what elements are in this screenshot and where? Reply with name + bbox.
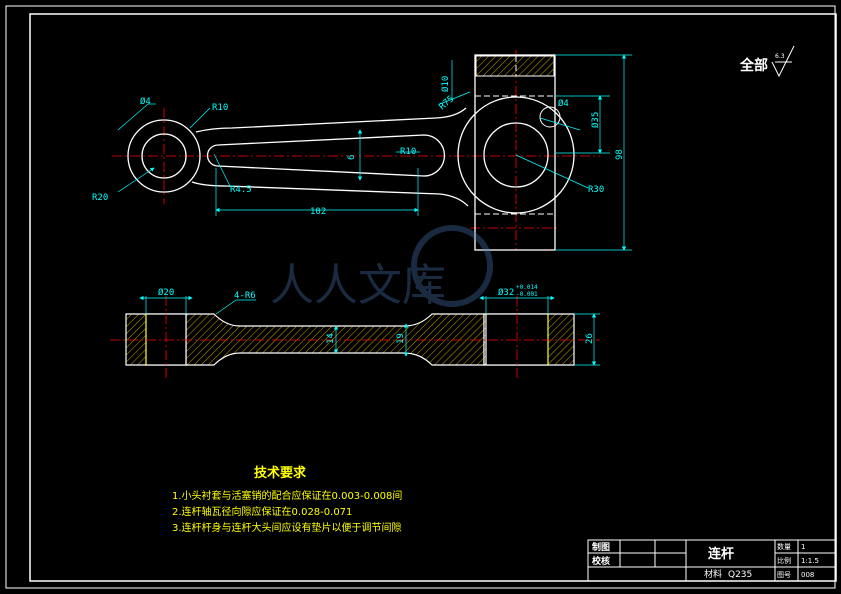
tb-drawn-label: 制图	[592, 541, 610, 553]
side-view: Ø20 4-R6 Ø32 +0.014 -0.001 14 19 26	[110, 284, 600, 380]
tb-checked-label: 校核	[592, 555, 610, 567]
tb-qty-value: 1	[801, 543, 805, 551]
tb-drawing-no-label: 图号	[777, 571, 791, 579]
tech-requirements: 技术要求 1.小头衬套与活塞销的配合应保证在0.003-0.008间 2.连杆轴…	[172, 465, 402, 534]
dim-side-total-width: 26	[585, 333, 595, 344]
dim-side-fillets: 4-R6	[234, 291, 256, 301]
watermark: 人人文库	[270, 225, 493, 311]
tech-item-3: 3.连杆杆身与连杆大头间应设有垫片以便于调节间隙	[172, 521, 402, 534]
tb-material-label: 材料	[704, 568, 722, 580]
tech-item-1: 1.小头衬套与活塞销的配合应保证在0.003-0.008间	[172, 489, 402, 502]
tech-title: 技术要求	[254, 465, 307, 481]
dim-small-bore: Ø4	[140, 96, 151, 107]
tb-qty-label: 数量	[777, 542, 791, 551]
dim-r75: R75	[438, 94, 457, 112]
dim-side-tol-lower: -0.001	[516, 291, 538, 298]
tech-item-2: 2.连杆轴瓦径向隙应保证在0.028-0.071	[172, 505, 352, 518]
tb-part-name: 连杆	[708, 546, 734, 562]
tb-scale-value: 1:1.5	[801, 557, 819, 565]
dim-boss-dia: Ø10	[440, 76, 451, 92]
dim-side-web-thickness: 14	[326, 333, 336, 344]
dim-small-end-radius: R20	[92, 193, 108, 203]
title-block	[587, 539, 837, 582]
roughness-value: 6.3	[775, 53, 785, 60]
tb-scale-label: 比例	[777, 556, 791, 565]
dim-big-bore: Ø35	[590, 112, 601, 128]
dim-slot-width: 6	[347, 155, 357, 160]
roughness-label: 全部	[739, 57, 768, 74]
dim-r10-slot: R10	[400, 147, 416, 157]
tb-drawing-no-value: 008	[801, 571, 814, 579]
dim-side-big-bore: Ø32	[498, 287, 514, 298]
dim-r10-top: R10	[212, 103, 228, 113]
dim-total-height: 98	[615, 149, 625, 160]
tb-material-value: Q235	[728, 570, 752, 580]
dim-side-small-bore: Ø20	[158, 287, 174, 298]
top-view: Ø4 R20 R10 R4.5 102 6 R10 R75 Ø10 Ø4 Ø35…	[92, 50, 632, 251]
watermark-text: 人人文库	[270, 260, 446, 311]
drawing-frame	[5, 5, 837, 589]
dim-r4-5: R4.5	[230, 185, 252, 195]
dim-big-end-radius: R30	[588, 185, 604, 195]
dim-side-web-width: 19	[396, 333, 406, 344]
dim-big-hole-small: Ø4	[558, 98, 569, 109]
roughness-symbol: 全部 6.3	[739, 45, 795, 78]
dim-slot-length: 102	[310, 207, 326, 217]
dim-side-tol-upper: +0.014	[516, 284, 538, 291]
